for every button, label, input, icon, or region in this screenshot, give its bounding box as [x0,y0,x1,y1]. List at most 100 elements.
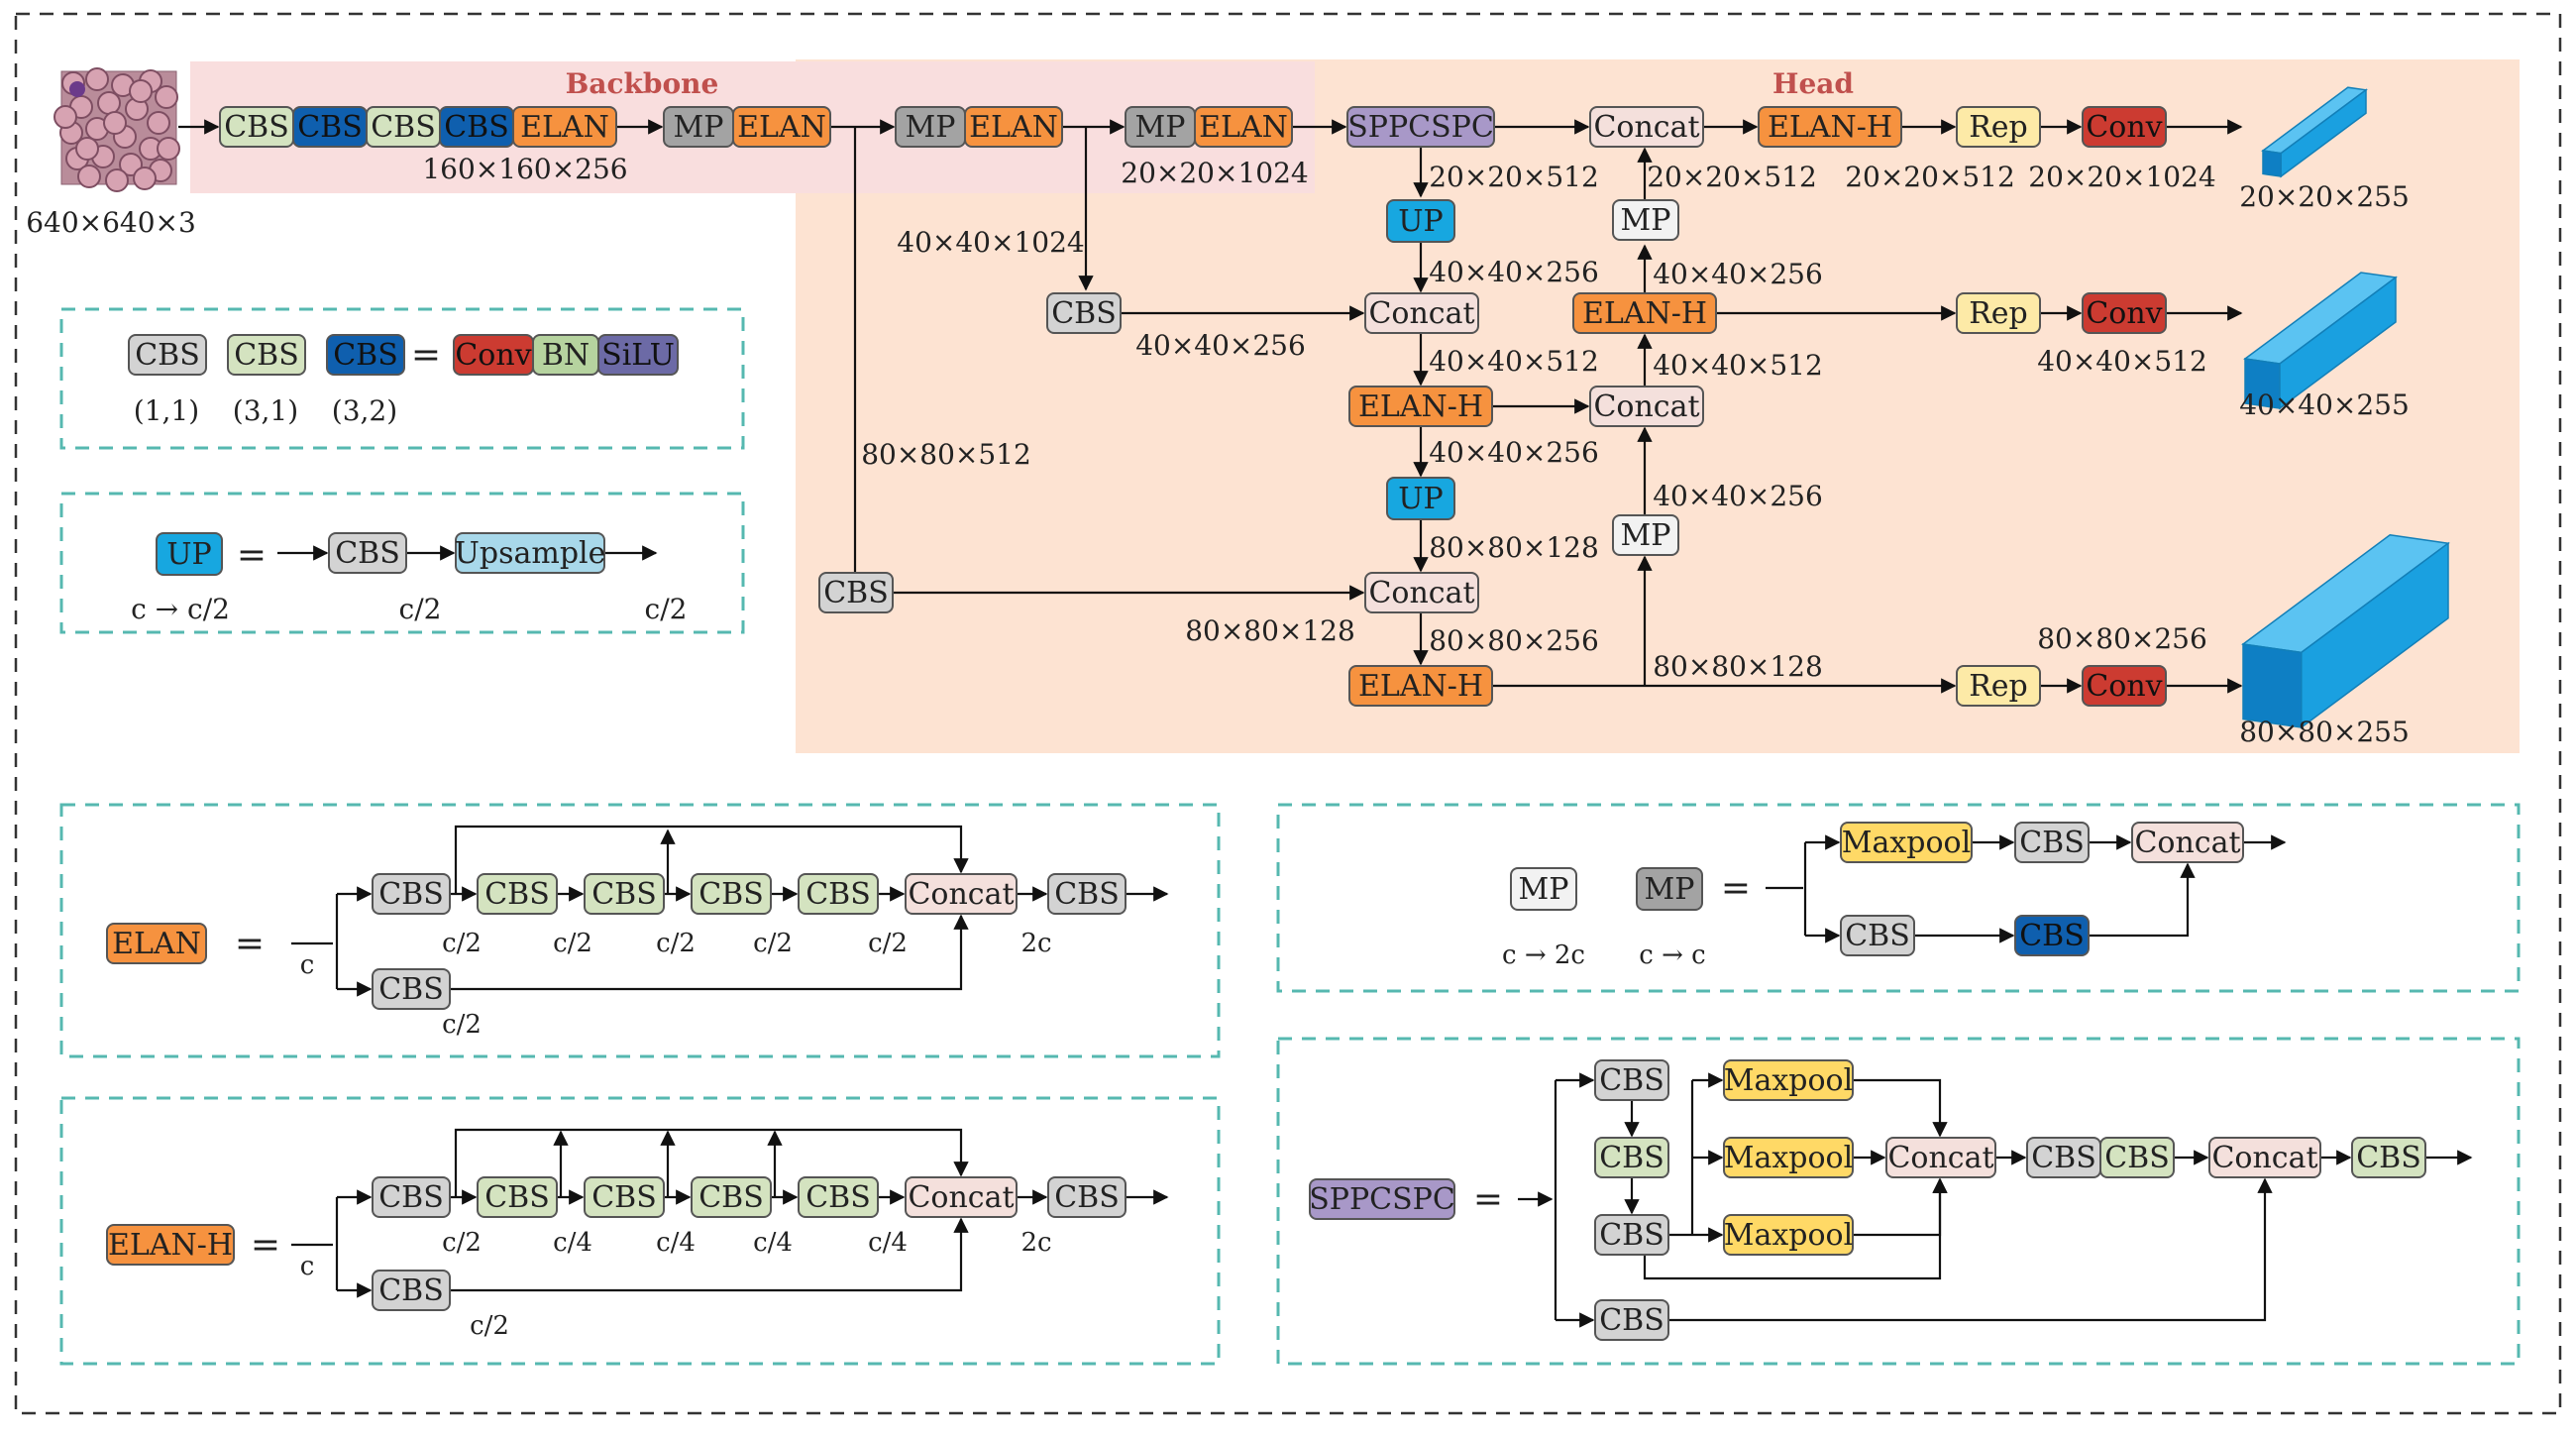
head-rep-top [1956,106,2041,148]
elan-half-6: c/2 [442,1010,482,1040]
elan-cbs-b-label: CBS [378,972,444,1007]
output-80x80-prism [2241,534,2450,729]
elan-cbs-a [372,873,451,915]
head-concat-mid1 [1364,292,1479,334]
mp-cbs-top [2014,822,2090,863]
elanh-cbsg-3 [691,1176,772,1218]
dim-40x40x256-d: 40×40×256 [1653,258,1823,290]
elanh-cbs-out [1047,1176,1127,1218]
legend-equals-spp: = [1473,1179,1503,1220]
elan-cbsg-4 [798,873,879,915]
mp-cbs-bot-label: CBS [1845,919,1910,953]
elanh-c-label: c [300,1252,315,1281]
mp-cbs-stride-label: CBS [2019,919,2085,953]
input-dims-label: 640×640×3 [26,206,196,239]
output-20x20-prism [2261,86,2368,178]
elanh-concat-label: Concat [908,1180,1014,1215]
legend-bn-label: BN [542,338,590,373]
legend-elan-label: ELAN [112,927,201,961]
legend-conv-label: Conv [455,338,531,373]
legend-up-label: UP [166,537,211,572]
spp-maxpool-3-label: Maxpool [1724,1218,1853,1253]
head-conv-bot-label: Conv [2086,669,2162,704]
spp-pool3-to-concat [1853,1177,1948,1237]
mp-maxpool-label: Maxpool [1842,826,1971,860]
legend-equals-elanh: = [251,1225,280,1266]
head-concat-40-up-label: Concat [1593,389,1699,424]
legend-panel-mp [1276,803,2521,993]
legend-silu-label: SiLU [601,338,675,373]
spp-cbsg [1594,1137,1669,1178]
legend-up-half-b: c/2 [645,593,688,625]
legend-elanh-label: ELAN-H [108,1228,233,1263]
elanh-skip-bot [450,1217,969,1292]
legend-cbs-11 [128,334,207,376]
backbone-title: Backbone [566,67,719,100]
mp-cbs-bot [1840,915,1915,956]
head-mp-40-label: MP [1621,203,1671,238]
spp-cbs-skip-label: CBS [1599,1303,1664,1338]
legend-panel-cbs [59,307,745,450]
head-sppcspc-label: SPPCSPC [1347,110,1494,145]
elan-concat [905,873,1018,915]
dim-160x160x256: 160×160×256 [422,153,627,185]
legend-elanh [106,1224,235,1266]
dim-40x40x512-c: 40×40×512 [2037,345,2207,378]
legend-up [156,532,223,576]
spp-concat-2 [2208,1137,2321,1178]
backbone-elan-3 [964,106,1063,148]
elanh-cbsg-2-label: CBS [591,1180,657,1215]
head-elanh-80-label: ELAN-H [1358,669,1483,704]
head-title: Head [1772,67,1854,100]
head-mp-40 [1612,199,1679,241]
spp-cbs-skip [1594,1299,1669,1341]
elanh-quarter-1: c/4 [553,1228,592,1258]
input-image [54,67,180,192]
legend-up-cbs-label: CBS [335,536,400,571]
dim-20x20x1024-b: 20×20×1024 [2028,161,2215,193]
mp-cbsb-to-concat [2089,862,2196,938]
spp-cbs-1-label: CBS [1599,1063,1664,1098]
head-concat-mid2 [1364,572,1479,613]
head-concat-top [1589,106,1704,148]
head-up-2-label: UP [1398,482,1443,516]
legend-cbs-31-param: (3,1) [233,394,298,427]
head-elanh-top [1758,106,1902,148]
elanh-cbs-b [372,1270,451,1311]
legend-up-c-to-half: c → c/2 [131,593,230,625]
legend-panel-sppcspc [1276,1037,2521,1366]
backbone-cbs-2-label: CBS [297,110,363,145]
dim-20x20x512-b: 20×20×512 [1647,161,1817,193]
mp-maxpool [1840,822,1973,863]
spp-skip-to-concat2 [1668,1177,2273,1322]
spp-concat-1-label: Concat [1887,1141,1993,1175]
elanh-concat [905,1176,1018,1218]
backbone-elan-4-label: ELAN [1199,110,1288,145]
spp-concat-1 [1885,1137,1996,1178]
head-elanh-40-down-label: ELAN-H [1358,389,1483,424]
head-mp-80 [1612,514,1679,556]
dim-80x80x255: 80×80×255 [2239,716,2410,748]
spp-concat-2-label: Concat [2211,1141,2317,1175]
dim-20x20x255: 20×20×255 [2239,180,2410,213]
head-conv-top-label: Conv [2086,110,2162,145]
backbone-mp-1-label: MP [674,110,724,145]
spp-cbs-3-label: CBS [2031,1141,2096,1175]
legend-mp-dark-label: MP [1645,872,1695,907]
spp-pool1-to-concat [1853,1078,1948,1138]
lateral-cbs-80 [818,572,894,613]
legend-up-cbs [328,532,407,574]
head-rep-mid [1956,292,2041,334]
elan-half-3: c/2 [656,929,696,958]
backbone-elan-2-label: ELAN [737,110,826,145]
backbone-cbs-3-label: CBS [371,110,436,145]
legend-equals-up: = [237,535,267,576]
elan-cbsg-1-label: CBS [484,877,550,912]
dim-40x40x256-c: 40×40×256 [1653,480,1823,512]
head-up-1 [1386,199,1455,243]
legend-panel-elan [59,803,1221,1058]
mp-concat-label: Concat [2134,826,2240,860]
legend-panel-up [59,492,745,634]
legend-cbs-31 [227,334,306,376]
lateral-cbs-80-label: CBS [823,576,889,610]
